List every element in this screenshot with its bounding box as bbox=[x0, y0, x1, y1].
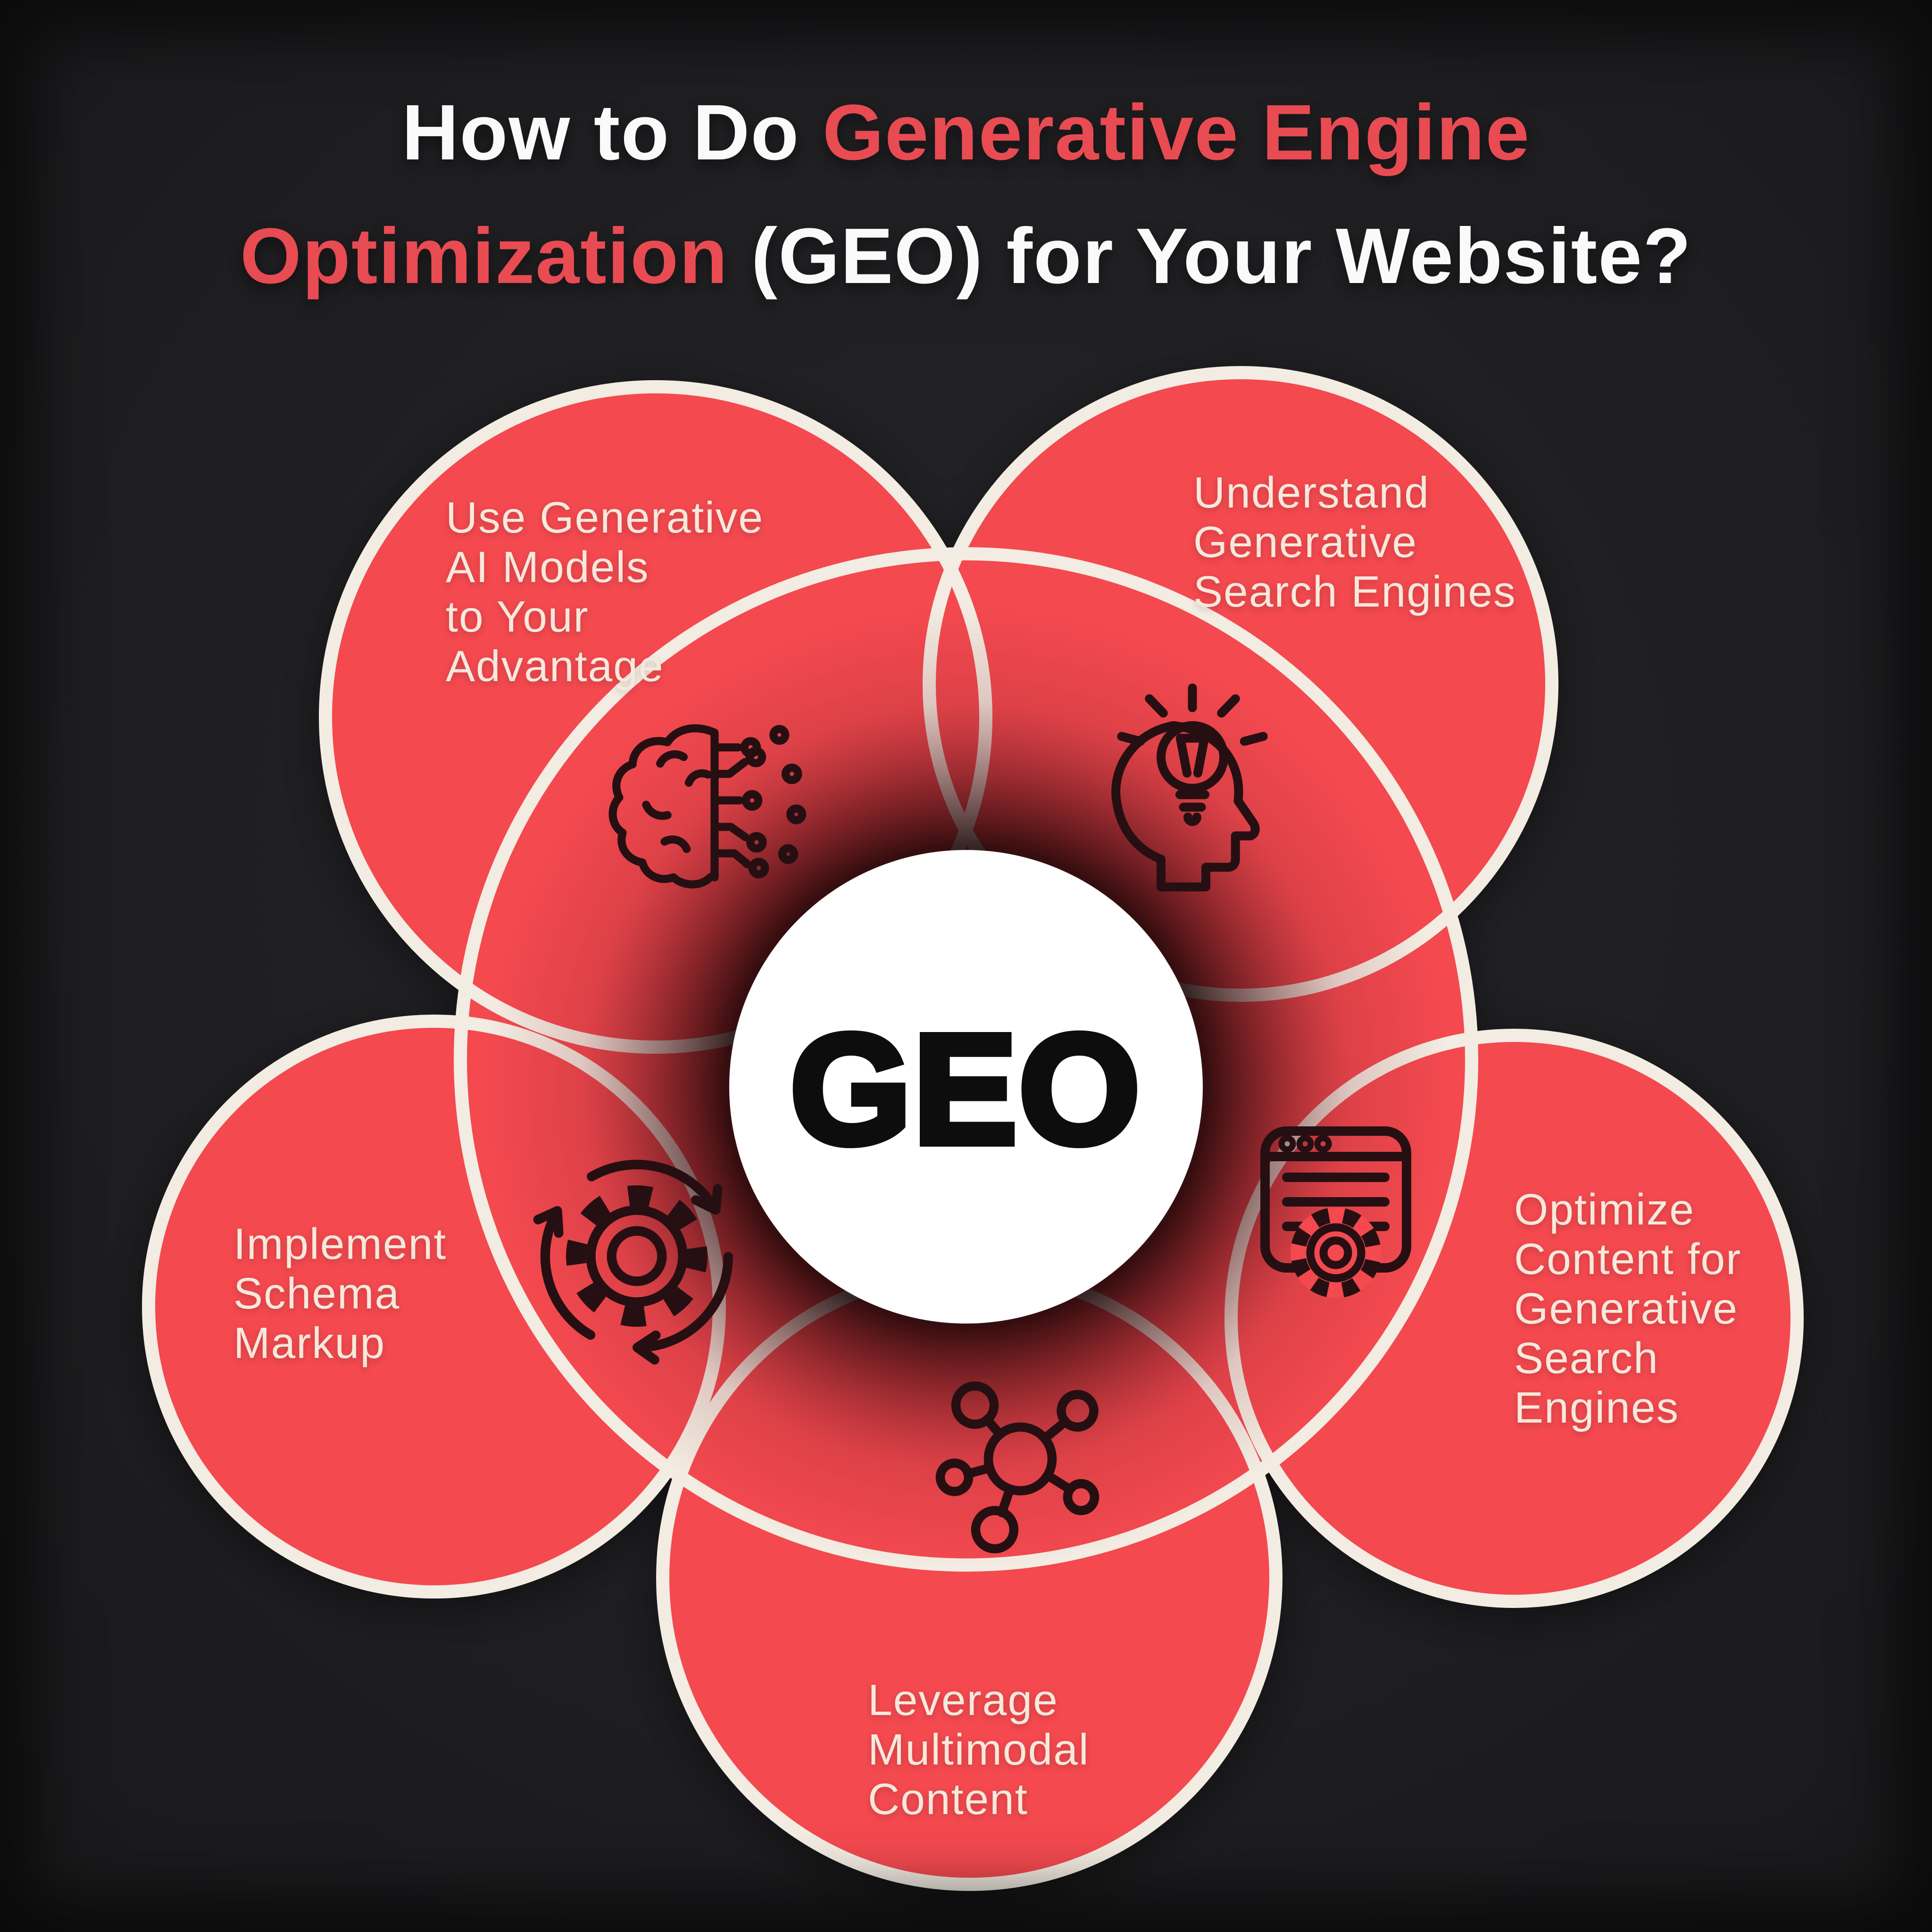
browser-gear-icon bbox=[1260, 1126, 1411, 1298]
geo-label: GEO bbox=[790, 1002, 1141, 1176]
title-part-white-1: How to Do bbox=[401, 89, 823, 176]
label-optimize-content-generative-search: Optimize Content for Generative Search E… bbox=[1514, 1185, 1742, 1432]
label-leverage-multimodal-content: Leverage Multimodal Content bbox=[868, 1675, 1090, 1824]
title-part-white-2: (GEO) for Your Website? bbox=[728, 212, 1692, 300]
title-part-red-2: Optimization bbox=[240, 212, 729, 300]
title-line-2: Optimization (GEO) for Your Website? bbox=[0, 194, 1932, 318]
label-understand-generative-search-engines: Understand Generative Search Engines bbox=[1193, 468, 1516, 616]
title-part-red-1: Generative Engine bbox=[822, 89, 1531, 176]
label-use-generative-ai-models: Use Generative AI Models to Your Advanta… bbox=[446, 493, 764, 691]
geo-hub-circle bbox=[729, 850, 1203, 1324]
head-lightbulb-icon bbox=[1111, 683, 1268, 891]
ai-brain-circuit-icon bbox=[608, 724, 807, 889]
label-implement-schema-markup: Implement Schema Markup bbox=[233, 1219, 447, 1367]
network-nodes-icon bbox=[935, 1381, 1099, 1554]
page-title: How to Do Generative Engine Optimization… bbox=[0, 71, 1932, 318]
title-line-1: How to Do Generative Engine bbox=[0, 71, 1932, 194]
